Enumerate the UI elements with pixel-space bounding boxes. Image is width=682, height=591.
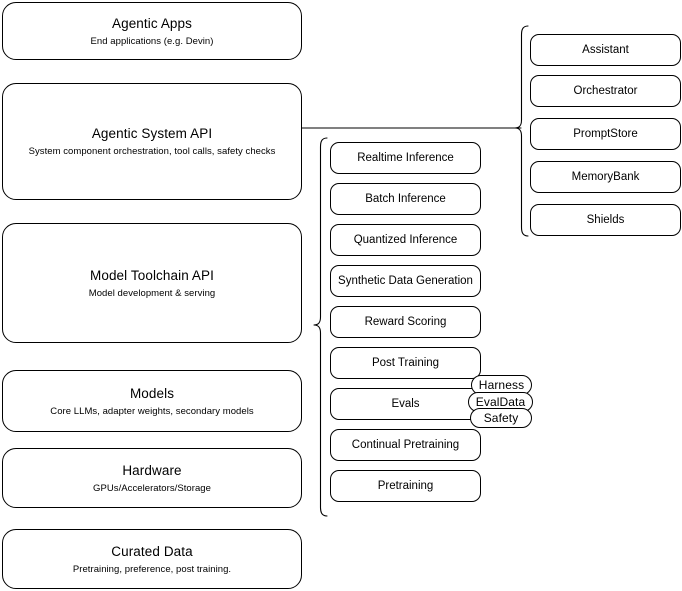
layer-title: Curated Data	[111, 543, 193, 559]
layer-curated-data[interactable]: Curated Data Pretraining, preference, po…	[2, 529, 302, 589]
eval-pill-safety[interactable]: Safety	[470, 408, 532, 428]
system-item-label: Orchestrator	[573, 85, 638, 97]
layer-hardware[interactable]: Hardware GPUs/Accelerators/Storage	[2, 448, 302, 508]
eval-pill-label: Safety	[483, 411, 519, 425]
system-item-label: Assistant	[582, 44, 629, 56]
toolchain-item-label: Synthetic Data Generation	[338, 275, 473, 287]
eval-pill-label: Harness	[478, 378, 525, 392]
system-item-label: MemoryBank	[571, 171, 640, 183]
toolchain-item-label: Reward Scoring	[364, 316, 447, 328]
system-components-brace	[514, 25, 529, 237]
toolchain-item-label: Continual Pretraining	[351, 439, 460, 451]
layer-subtitle: GPUs/Accelerators/Storage	[93, 482, 211, 494]
layer-subtitle: Core LLMs, adapter weights, secondary mo…	[50, 405, 254, 417]
toolchain-item-realtime-inference[interactable]: Realtime Inference	[330, 142, 481, 174]
toolchain-item-batch-inference[interactable]: Batch Inference	[330, 183, 481, 215]
toolchain-capabilities-brace	[313, 137, 328, 517]
toolchain-item-reward-scoring[interactable]: Reward Scoring	[330, 306, 481, 338]
layer-models[interactable]: Models Core LLMs, adapter weights, secon…	[2, 370, 302, 432]
layer-agentic-apps[interactable]: Agentic Apps End applications (e.g. Devi…	[2, 2, 302, 60]
layer-title: Agentic System API	[91, 126, 213, 141]
layer-agentic-system-api[interactable]: Agentic System API System component orch…	[2, 83, 302, 200]
layer-title: Hardware	[122, 462, 182, 478]
toolchain-item-label: Pretraining	[377, 480, 434, 492]
layer-subtitle: Model development & serving	[88, 287, 216, 299]
toolchain-item-label: Realtime Inference	[357, 152, 454, 164]
system-item-label: Shields	[586, 214, 625, 226]
system-item-label: PromptStore	[573, 128, 638, 140]
toolchain-item-pretraining[interactable]: Pretraining	[330, 470, 481, 502]
system-item-promptstore[interactable]: PromptStore	[530, 118, 681, 150]
layer-model-toolchain-api[interactable]: Model Toolchain API Model development & …	[2, 223, 302, 343]
system-item-shields[interactable]: Shields	[530, 204, 681, 236]
toolchain-item-label: Quantized Inference	[353, 234, 458, 246]
toolchain-item-evals[interactable]: Evals	[330, 388, 481, 420]
toolchain-item-synthetic-data-generation[interactable]: Synthetic Data Generation	[330, 265, 481, 297]
system-item-orchestrator[interactable]: Orchestrator	[530, 75, 681, 107]
system-item-memorybank[interactable]: MemoryBank	[530, 161, 681, 193]
layer-title: Model Toolchain API	[90, 267, 214, 283]
layer-title: Agentic Apps	[111, 15, 192, 31]
toolchain-item-label: Post Training	[371, 357, 440, 369]
eval-pill-label: EvalData	[475, 395, 526, 409]
layer-subtitle: Pretraining, preference, post training.	[72, 563, 232, 575]
toolchain-item-post-training[interactable]: Post Training	[330, 347, 481, 379]
layer-title: Models	[129, 385, 175, 401]
toolchain-item-label: Evals	[391, 398, 420, 410]
system-item-assistant[interactable]: Assistant	[530, 34, 681, 66]
layer-subtitle: End applications (e.g. Devin)	[90, 35, 214, 47]
toolchain-item-quantized-inference[interactable]: Quantized Inference	[330, 224, 481, 256]
layer-subtitle: System component orchestration, tool cal…	[28, 146, 276, 157]
toolchain-item-continual-pretraining[interactable]: Continual Pretraining	[330, 429, 481, 461]
toolchain-item-label: Batch Inference	[365, 193, 446, 205]
